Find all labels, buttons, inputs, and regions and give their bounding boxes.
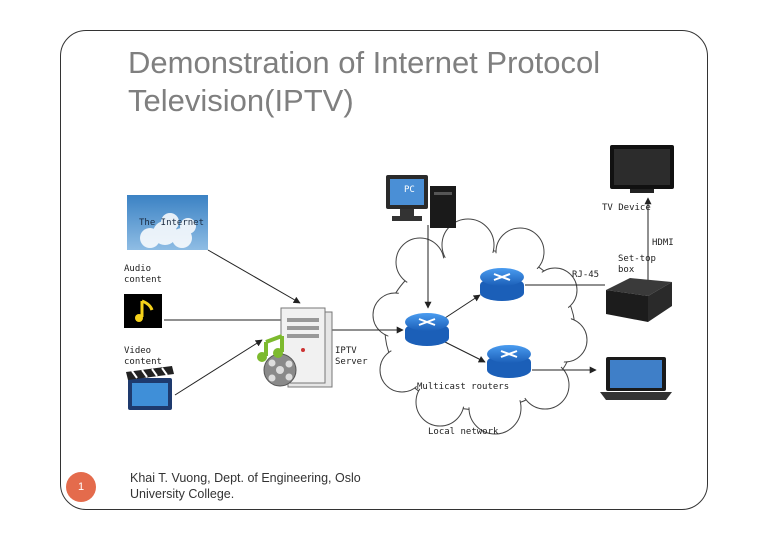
router-bottom-icon bbox=[487, 345, 531, 378]
server-label-line1: IPTV bbox=[335, 346, 357, 356]
pc-label: PC bbox=[404, 185, 415, 195]
edge-router-router1 bbox=[444, 294, 481, 319]
router-top-icon bbox=[480, 268, 524, 301]
footer-line1: Khai T. Vuong, Dept. of Engineering, Osl… bbox=[130, 471, 361, 485]
slide-title: Demonstration of Internet Protocol Telev… bbox=[128, 44, 688, 120]
server-icon bbox=[280, 307, 333, 388]
slide-number-badge: 1 bbox=[66, 472, 96, 502]
slide-footer: Khai T. Vuong, Dept. of Engineering, Osl… bbox=[130, 470, 361, 502]
pc-icon bbox=[386, 175, 456, 228]
tv-device-label: TV Device bbox=[602, 203, 651, 213]
audio-label-line1: Audio bbox=[124, 264, 152, 274]
local-network-cloud bbox=[372, 218, 588, 435]
router-main-icon bbox=[405, 313, 449, 346]
local-network-label: Local network bbox=[428, 427, 499, 437]
slide-frame bbox=[60, 30, 708, 510]
internet-label: The Internet bbox=[139, 218, 205, 228]
set-top-box-label-line1: Set-top bbox=[618, 254, 656, 264]
video-label: Video content bbox=[124, 346, 162, 368]
set-top-box-icon bbox=[606, 278, 672, 322]
edge-video-server bbox=[174, 339, 263, 396]
set-top-box-label-line2: box bbox=[618, 265, 635, 275]
edge-internet-server bbox=[207, 249, 301, 304]
multicast-routers-label: Multicast routers bbox=[417, 382, 510, 392]
server-label-line2: Server bbox=[335, 357, 368, 367]
slide-title-line1: Demonstration of Internet Protocol bbox=[128, 45, 601, 80]
rj45-label: RJ-45 bbox=[572, 270, 600, 280]
laptop-icon bbox=[600, 357, 672, 400]
slide-title-line2: Television(IPTV) bbox=[128, 83, 354, 118]
edge-router-router2 bbox=[444, 341, 486, 363]
tv-icon bbox=[610, 145, 674, 193]
music-note-icon bbox=[124, 294, 162, 328]
video-label-line2: content bbox=[124, 357, 162, 367]
film-reel-icon bbox=[263, 353, 297, 387]
connections bbox=[164, 197, 652, 396]
server-label: IPTV Server bbox=[335, 346, 368, 368]
music-notes-icon bbox=[257, 334, 284, 362]
clapperboard-icon bbox=[126, 366, 174, 410]
audio-label: Audio content bbox=[124, 264, 162, 286]
audio-label-line2: content bbox=[124, 275, 162, 285]
footer-line2: University College. bbox=[130, 487, 235, 501]
video-label-line1: Video bbox=[124, 346, 152, 356]
hdmi-label: HDMI bbox=[652, 238, 674, 248]
internet-image bbox=[127, 195, 208, 250]
set-top-box-label: Set-top box bbox=[618, 254, 656, 276]
